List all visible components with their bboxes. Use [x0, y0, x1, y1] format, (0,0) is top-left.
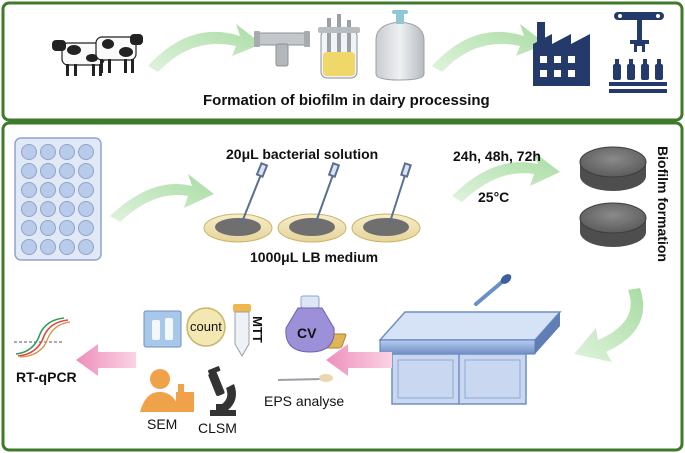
biofilm-disc-icon [579, 202, 647, 247]
factory-icon [533, 22, 590, 86]
curved-arrow-icon [432, 24, 546, 72]
bacterial-solution-label: 20μL bacterial solution [226, 146, 379, 162]
cow-icon [52, 40, 105, 76]
arrow-left-icon [76, 344, 136, 376]
bottling-line-icon [609, 12, 667, 93]
pipette-icon [241, 162, 269, 223]
well [78, 220, 94, 236]
biofilm-formation-label: Biofilm formation [654, 146, 671, 262]
petri-dish-icon [351, 213, 421, 243]
well [78, 163, 94, 179]
well-plate-icon [14, 137, 102, 261]
curved-arrow-icon [452, 152, 560, 202]
well [40, 182, 56, 198]
well [59, 239, 75, 255]
well [78, 144, 94, 160]
sem-label: SEM [147, 416, 178, 432]
reagent-kit-icon [143, 310, 182, 348]
well [40, 144, 56, 160]
well [40, 163, 56, 179]
well [59, 220, 75, 236]
pipette-icon [315, 162, 341, 223]
curved-arrow-icon [574, 288, 644, 362]
petri-dish-icon [277, 213, 347, 243]
bottom-panel-frame [1, 121, 684, 452]
top-panel-frame [1, 1, 684, 122]
top-panel-caption: Formation of biofilm in dairy processing [203, 92, 490, 109]
curved-arrow-icon [110, 174, 214, 222]
petri-dish-icon [203, 213, 273, 243]
arrow-left-icon [326, 344, 392, 376]
well [21, 239, 37, 255]
qpcr-curve-icon [14, 317, 71, 358]
curved-arrow-icon [148, 24, 262, 72]
cow-icon [95, 34, 143, 73]
count-label: count [190, 319, 222, 334]
bioreactor-icon [318, 14, 360, 79]
clsm-label: CLSM [198, 420, 237, 436]
incubation-times-label: 24h, 48h, 72h [453, 148, 541, 164]
storage-tank-icon [375, 10, 425, 81]
well [78, 182, 94, 198]
well [40, 220, 56, 236]
scientist-icon [140, 369, 194, 412]
well [78, 201, 94, 217]
biofilm-disc-icon [579, 146, 647, 191]
lb-medium-label: 1000μL LB medium [250, 249, 379, 265]
well [21, 220, 37, 236]
pipette-icon [389, 162, 412, 223]
well [59, 201, 75, 217]
dropper-icon [474, 274, 512, 306]
pipe-fitting-icon [254, 31, 310, 67]
test-tube-icon [233, 304, 251, 357]
crystal-violet-bottle-icon [285, 295, 335, 353]
microscope-icon [207, 366, 236, 416]
well [59, 163, 75, 179]
well [21, 144, 37, 160]
well [21, 182, 37, 198]
well [59, 182, 75, 198]
well [21, 201, 37, 217]
well [78, 239, 94, 255]
swab-icon [277, 374, 333, 382]
temperature-label: 25°C [478, 189, 510, 205]
mtt-label: MTT [249, 316, 265, 343]
well [40, 239, 56, 255]
cv-label: CV [297, 325, 317, 341]
well [59, 144, 75, 160]
well [40, 201, 56, 217]
colony-count-icon [186, 307, 226, 347]
eps-analyse-label: EPS analyse [264, 393, 345, 409]
well [21, 163, 37, 179]
rt-qpcr-label: RT-qPCR [16, 369, 77, 385]
